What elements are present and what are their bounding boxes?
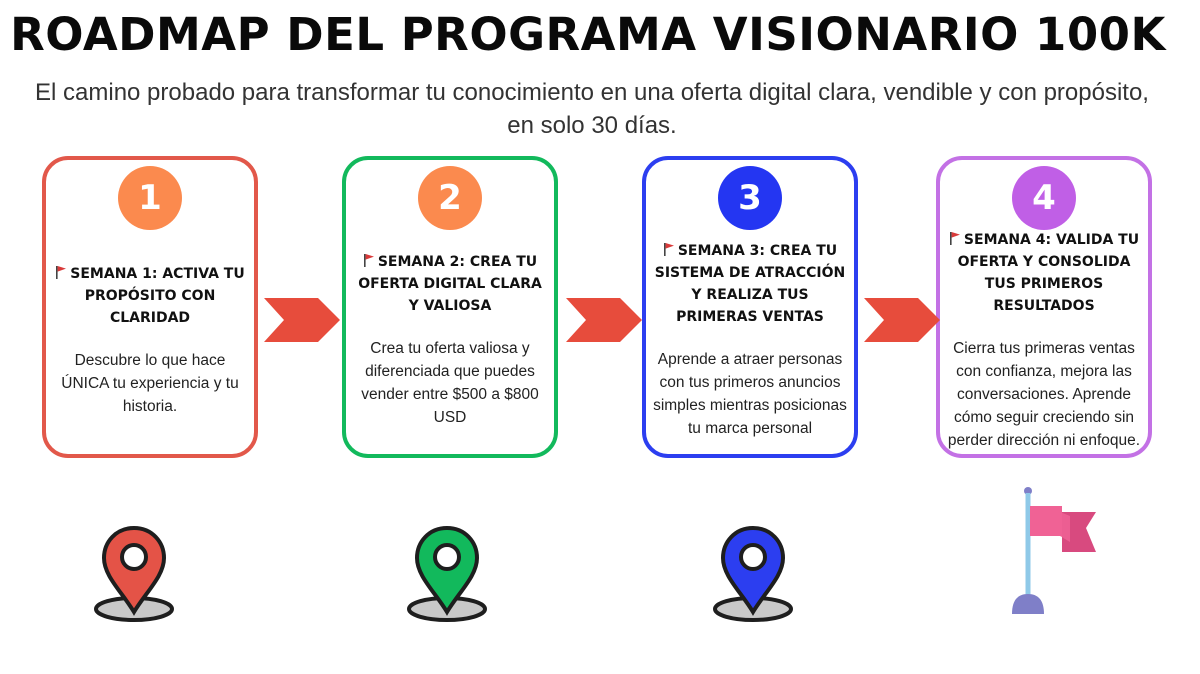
location-pin-icon	[713, 525, 793, 622]
step-description: Cierra tus primeras ventas con confianza…	[947, 339, 1141, 449]
page-subtitle: El camino probado para transformar tu co…	[35, 79, 1149, 139]
step-heading: SEMANA 4: VALIDA TU OFERTA Y CONSOLIDA T…	[946, 229, 1142, 317]
step-description: Descubre lo que hace ÚNICA tu experienci…	[61, 351, 239, 415]
step-heading-text: SEMANA 4: VALIDA TU OFERTA Y CONSOLIDA T…	[957, 231, 1140, 314]
flag-icon	[56, 265, 67, 279]
step-card-3: 3 SEMANA 3: CREA TU SISTEMA DE ATRACCIÓN…	[642, 156, 858, 458]
step-number-badge: 1	[118, 166, 182, 230]
step-card-4: 4 SEMANA 4: VALIDA TU OFERTA Y CONSOLIDA…	[936, 156, 1152, 458]
step-heading-text: SEMANA 2: CREA TU OFERTA DIGITAL CLARA Y…	[358, 254, 542, 314]
flag-icon	[363, 254, 374, 267]
location-pin-icon	[94, 525, 174, 622]
step-heading: SEMANA 2: CREA TU OFERTA DIGITAL CLARA Y…	[352, 251, 548, 317]
step-number-badge: 4	[1012, 166, 1076, 230]
chevron-arrow-icon	[264, 298, 340, 342]
chevron-arrow-icon	[566, 298, 642, 342]
step-heading: SEMANA 3: CREA TU SISTEMA DE ATRACCIÓN Y…	[652, 240, 848, 328]
step-heading-text: SEMANA 1: ACTIVA TU PROPÓSITO CON CLARID…	[70, 265, 245, 326]
step-number-badge: 2	[418, 166, 482, 230]
step-card-2: 2 SEMANA 2: CREA TU OFERTA DIGITAL CLARA…	[342, 156, 558, 458]
chevron-arrow-icon	[864, 298, 940, 342]
step-number-badge: 3	[718, 166, 782, 230]
step-heading: SEMANA 1: ACTIVA TU PROPÓSITO CON CLARID…	[52, 263, 248, 329]
step-heading-text: SEMANA 3: CREA TU SISTEMA DE ATRACCIÓN Y…	[654, 243, 846, 325]
flag-icon	[663, 243, 674, 256]
goal-flag-icon	[1012, 487, 1096, 614]
step-description: Aprende a atraer personas con tus primer…	[653, 351, 847, 437]
step-card-1: 1 SEMANA 1: ACTIVA TU PROPÓSITO CON CLAR…	[42, 156, 258, 458]
location-pin-icon	[407, 525, 487, 622]
step-description: Crea tu oferta valiosa y diferenciada qu…	[361, 340, 539, 426]
flag-icon	[949, 231, 960, 245]
page-title: ROADMAP DEL PROGRAMA VISIONARIO 100K	[10, 8, 1166, 61]
